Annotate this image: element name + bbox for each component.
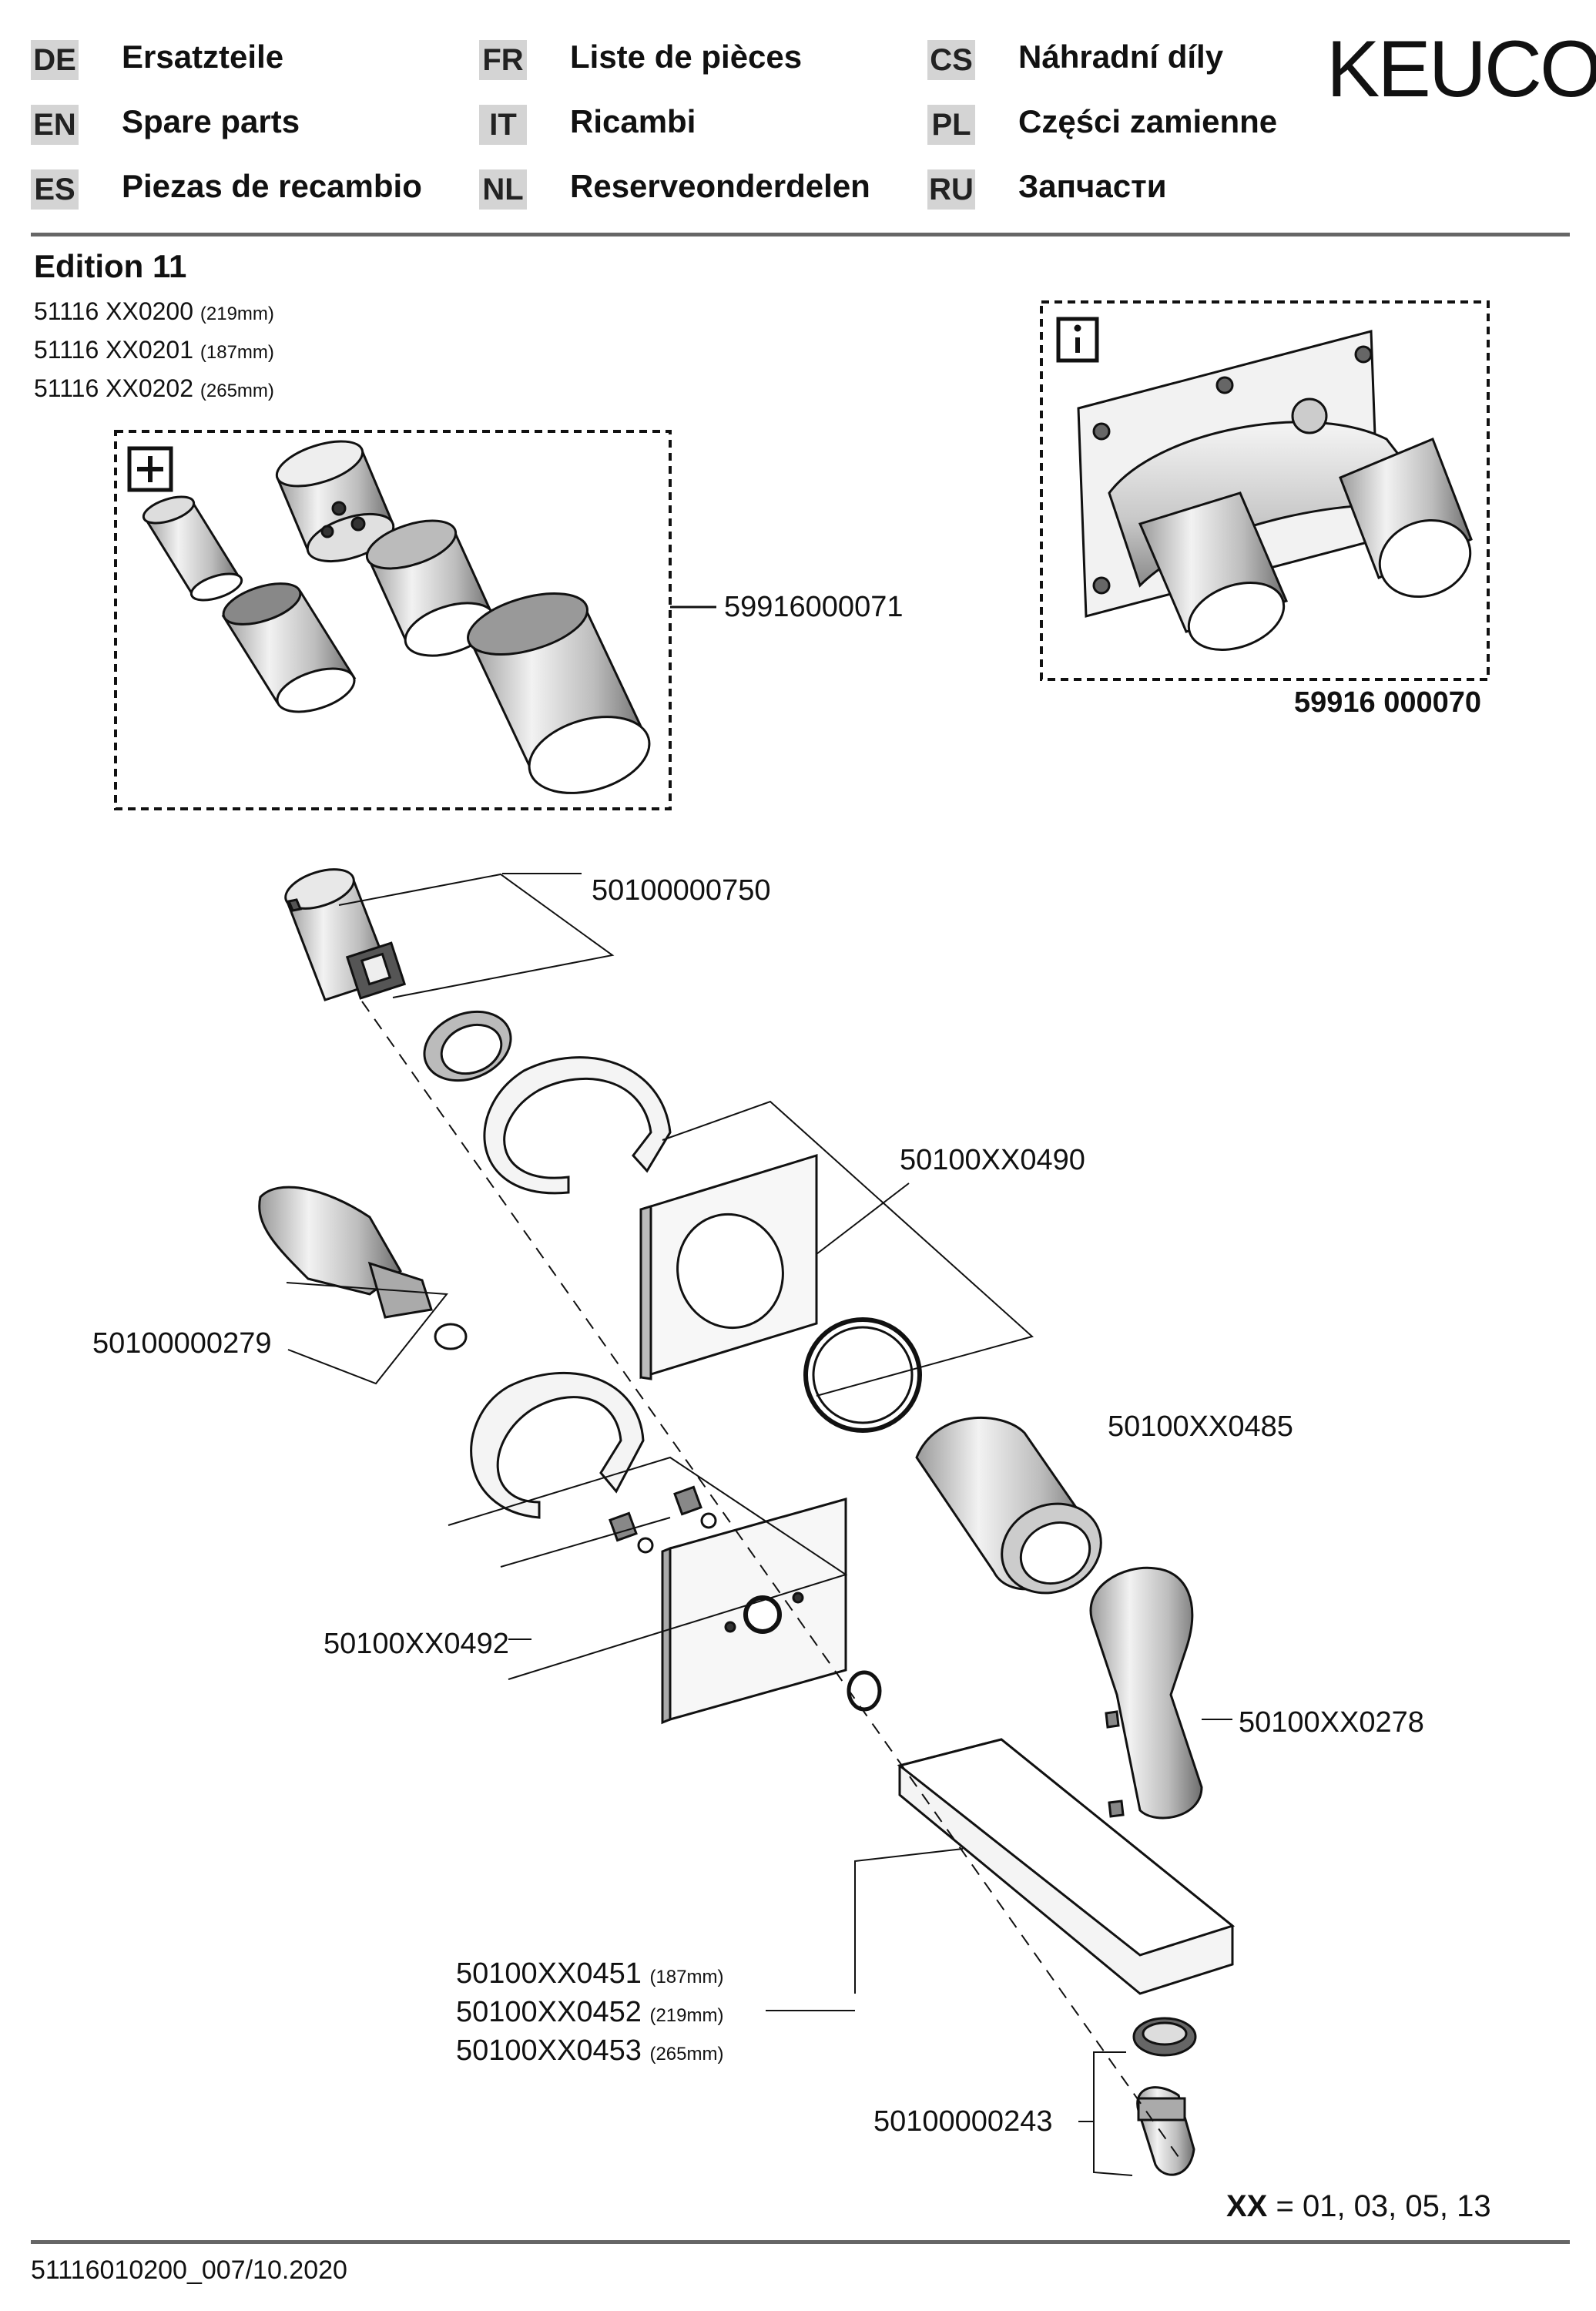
lang-code-nl: NL xyxy=(479,169,527,210)
header-divider xyxy=(31,233,1570,236)
lang-label-nl: Reserveonderdelen xyxy=(570,168,870,204)
footer-divider xyxy=(31,2240,1570,2244)
lang-code-ru: RU xyxy=(927,169,975,210)
model-line: 51116 XX0201 (187mm) xyxy=(34,336,274,364)
part-label-aerator: 50100000243 xyxy=(873,2105,1053,2138)
rosette-plate-top xyxy=(639,1153,818,1380)
sleeve-drawing xyxy=(915,1416,1102,1595)
lang-label-pl: Części zamienne xyxy=(1018,103,1278,139)
lever-drawing xyxy=(1089,1566,1203,1820)
o-ring xyxy=(803,1317,922,1433)
lang-code-cs: CS xyxy=(927,40,975,80)
finish-code-note: XX = 01, 03, 05, 13 xyxy=(1226,2189,1491,2223)
lang-label-es: Piezas de recambio xyxy=(122,168,422,204)
rough-in-box xyxy=(1040,300,1490,681)
part-label-sleeve: 50100XX0485 xyxy=(1108,1410,1293,1443)
nut-drawing xyxy=(423,1010,512,1082)
screws xyxy=(609,1485,717,1554)
part-label-rosette-plate: 50100XX0490 xyxy=(900,1144,1085,1176)
repair-small-tube xyxy=(142,495,243,602)
product-title: Edition 11 xyxy=(34,248,187,284)
repair-ring xyxy=(365,519,496,657)
lang-label-it: Ricambi xyxy=(570,103,696,139)
part-label-lever: 50100XX0278 xyxy=(1239,1706,1424,1739)
split-ring-upper xyxy=(483,1056,672,1195)
brand-logo: KEUCO xyxy=(1326,25,1596,114)
cartridge-drawing xyxy=(284,868,407,1001)
lang-label-cs: Náhradní díly xyxy=(1018,39,1224,75)
part-label-spout-187: 50100XX0451 (187mm) xyxy=(456,1957,724,1990)
repair-large-cup xyxy=(467,592,651,794)
aerator-drawing xyxy=(1132,2017,1197,2176)
part-label-mounting-plate: 50100XX0492 xyxy=(324,1628,509,1660)
model-line: 51116 XX0200 (219mm) xyxy=(34,297,274,325)
lang-code-pl: PL xyxy=(927,105,975,145)
repair-sleeve xyxy=(221,582,357,713)
lang-label-fr: Liste de pièces xyxy=(570,39,803,75)
lang-label-de: Ersatzteile xyxy=(122,39,284,75)
part-label-spindle: 50100000279 xyxy=(92,1327,272,1360)
model-line: 51116 XX0202 (265mm) xyxy=(34,374,274,402)
part-label-rough-in: 59916 000070 xyxy=(1294,686,1482,719)
lang-code-it: IT xyxy=(479,105,527,145)
part-label-cartridge: 50100000750 xyxy=(592,874,771,907)
part-label-repair-kit: 59916000071 xyxy=(724,591,904,623)
part-label-spout-265: 50100XX0453 (265mm) xyxy=(456,2034,724,2067)
lang-label-ru: Запчасти xyxy=(1018,168,1167,204)
mounting-plate-drawing xyxy=(661,1498,847,1725)
lang-code-fr: FR xyxy=(479,40,527,80)
document-number: 51116010200_007/10.2020 xyxy=(31,2256,347,2285)
lang-code-en: EN xyxy=(31,105,79,145)
part-label-spout-219: 50100XX0452 (219mm) xyxy=(456,1996,724,2028)
lang-code-de: DE xyxy=(31,40,79,80)
spout-drawing xyxy=(897,1738,1236,1995)
lang-label-en: Spare parts xyxy=(122,103,300,139)
spindle-drawing xyxy=(258,1186,468,1350)
repair-kit-box xyxy=(114,430,716,810)
lang-code-es: ES xyxy=(31,169,79,210)
split-ring-lower xyxy=(470,1371,645,1519)
